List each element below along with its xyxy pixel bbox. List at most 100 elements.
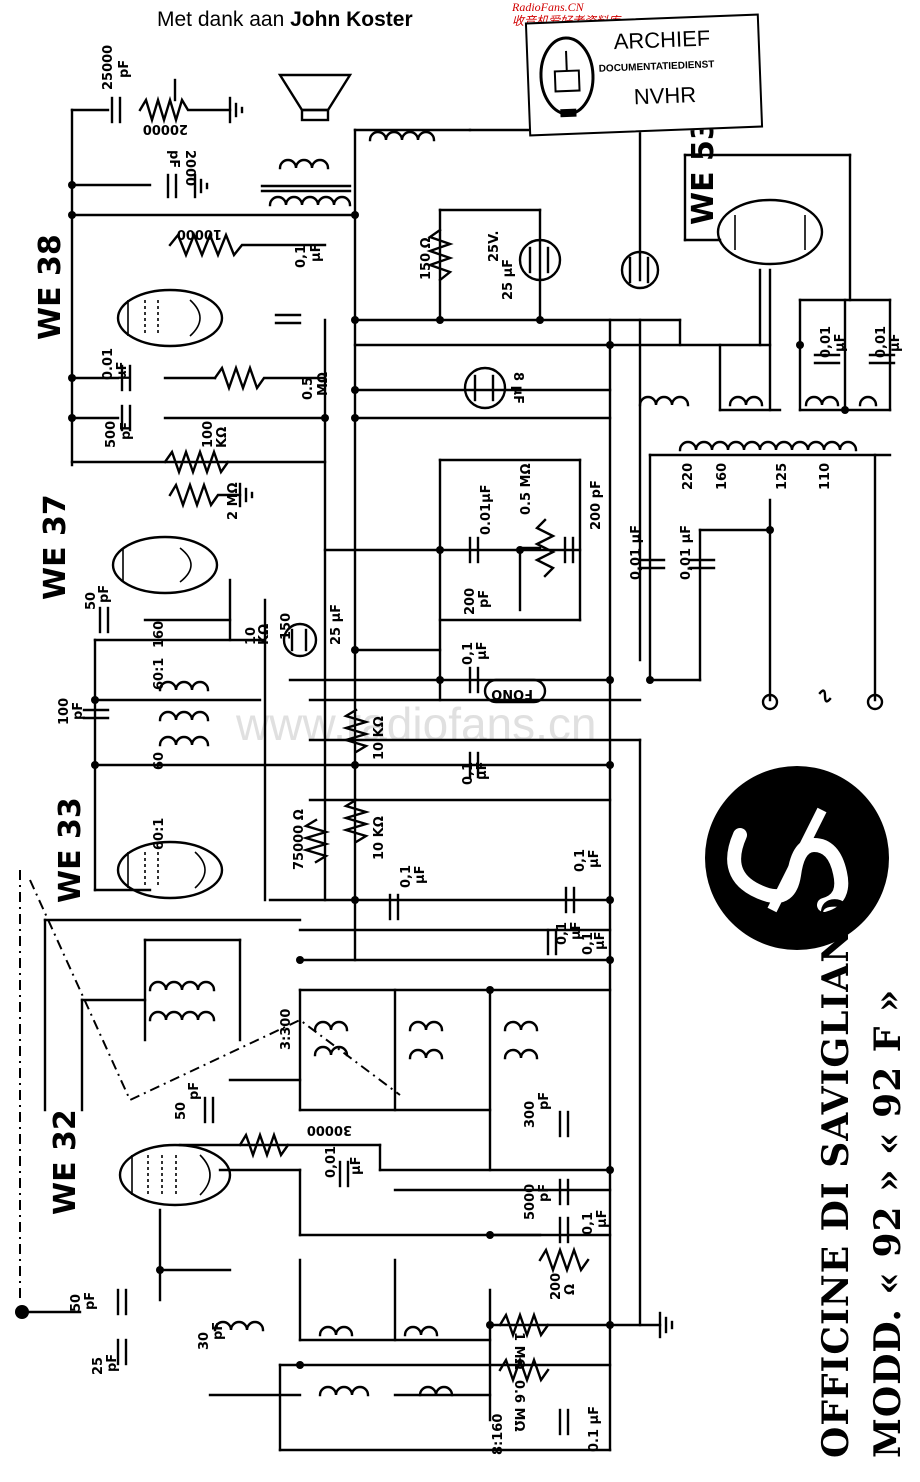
label-c50c: 50 <box>69 1294 84 1312</box>
label-c01g: 0,1 <box>581 932 596 955</box>
label-c25v: 25V. <box>487 231 502 262</box>
component-labels: 25000 pF 20000 2000 pF 10000 0,1 μF 0.01… <box>57 45 903 1455</box>
label-c50a: 50 <box>84 592 99 610</box>
label-c300: 300 <box>523 1101 538 1128</box>
label-c01c-unit: μF <box>475 762 490 780</box>
label-c25000-unit: pF <box>117 60 132 78</box>
label-c100: 100 <box>57 698 72 725</box>
label-c25c: 25 <box>91 1357 106 1375</box>
tube-labels: WE 38 WE 37 WE 33 WE 32 WE 53 <box>33 119 721 1215</box>
label-c01f-unit: μF <box>569 922 584 940</box>
credit-line: Met dank aan John Koster <box>157 8 413 32</box>
label-r10a-unit: KΩ <box>257 624 272 645</box>
label-r200-unit: Ω <box>563 1284 578 1295</box>
label-c25c-unit: pF <box>105 1354 120 1372</box>
label-c01d-unit: μF <box>413 866 428 884</box>
radio-tube-icon <box>539 36 595 118</box>
label-c01g-unit: μF <box>593 932 608 950</box>
label-c01c: 0,1 <box>461 762 476 785</box>
label-r100k-unit: KΩ <box>215 427 230 448</box>
credit-name: John Koster <box>290 8 413 31</box>
label-c200b-unit: pF <box>477 590 492 608</box>
watermark-line1: RadioFans.CN <box>512 0 584 14</box>
credit-prefix: Met dank aan <box>157 8 285 31</box>
label-c001a-unit: μF <box>115 362 130 380</box>
label-r100k: 100 <box>201 421 216 448</box>
label-r75000: 75000 Ω <box>292 809 307 870</box>
label-c001d-unit: μF <box>833 334 848 352</box>
label-c01e: 0,1 <box>573 849 588 872</box>
label-c200a: 200 pF <box>589 480 604 530</box>
label-r160: 160 <box>152 621 167 648</box>
label-c50c-unit: pF <box>83 1292 98 1310</box>
label-c01i: 0.1 μF <box>587 1406 602 1452</box>
label-r10000: 10000 <box>177 226 222 241</box>
label-r30000: 30000 <box>307 1122 352 1137</box>
label-c001g: 0,01 μF <box>679 525 694 580</box>
label-r05-unit: MΩ <box>316 372 331 396</box>
label-c50b: 50 <box>174 1102 189 1120</box>
title-models: MODD. « 92 » « 92 F » <box>867 989 909 1458</box>
label-c01a-unit: μF <box>309 244 324 262</box>
label-r150b: 150 <box>279 613 294 640</box>
label-c2000-unit: pF <box>166 150 181 168</box>
label-c5000: 5000 <box>523 1184 538 1220</box>
archive-stamp: ARCHIEF DOCUMENTATIEDIENST NVHR <box>524 13 764 137</box>
label-v110: 110 <box>818 463 833 490</box>
label-c01h-unit: μF <box>595 1210 610 1228</box>
label-v160: 160 <box>715 463 730 490</box>
label-ratio60b: 60:1 <box>152 818 167 850</box>
label-c8: 8 μF <box>510 372 525 404</box>
label-c001f: 0,01 μF <box>629 525 644 580</box>
label-c200b: 200 <box>463 588 478 615</box>
label-c5000-unit: pF <box>537 1184 552 1202</box>
label-ratio160: 8:160 <box>491 1414 506 1455</box>
stamp-nvhr: NVHR <box>633 82 697 110</box>
label-c001b: 0.01μF <box>479 484 494 535</box>
label-c30-unit: pF <box>211 1322 226 1340</box>
title-block: OFFICINE DI SAVIGLIANO MODD. « 92 » « 92… <box>815 897 909 1458</box>
label-c2000: 2000 <box>182 150 197 186</box>
label-c01a: 0,1 <box>294 245 309 268</box>
label-c30: 30 <box>197 1332 212 1350</box>
label-c300-unit: pF <box>537 1092 552 1110</box>
label-ratio60c: 60 <box>152 752 167 770</box>
label-c001e-unit: μF <box>888 334 903 352</box>
label-c01b: 0,1 <box>461 642 476 665</box>
label-pot05: 0.5 MΩ <box>519 463 534 515</box>
label-r10k2: 10 KΩ <box>372 816 387 860</box>
watermark-radiofans: www.radiofans.cn <box>235 698 597 750</box>
label-ratio60a: 60:1 <box>152 658 167 690</box>
label-c001c-unit: μF <box>349 1157 364 1175</box>
label-r150: 150 Ω <box>419 237 434 280</box>
label-c500: 500 <box>104 421 119 448</box>
label-c01b-unit: μF <box>475 642 490 660</box>
tube-label-we32: WE 32 <box>48 1109 83 1215</box>
label-c50a-unit: pF <box>97 585 112 603</box>
label-c001a: 0.01 <box>101 348 116 380</box>
tube-label-we38: WE 38 <box>33 234 68 340</box>
label-c001d: 0,01 <box>819 326 834 358</box>
components <box>15 73 896 1436</box>
label-v125: 125 <box>775 463 790 490</box>
stamp-archief: ARCHIEF <box>613 25 711 55</box>
label-c001c: 0,01 <box>324 1146 339 1178</box>
label-c01h: 0,1 <box>581 1212 596 1235</box>
label-r10k1: 10 KΩ <box>372 716 387 760</box>
label-r06: 0.6 MΩ <box>511 1380 526 1432</box>
label-c25-25: 25 μF <box>501 259 516 300</box>
label-c01e-unit: μF <box>587 850 602 868</box>
label-c100-unit: pF <box>71 702 86 720</box>
label-c001e: 0,01 <box>874 326 889 358</box>
label-c01f: 0,1 <box>555 922 570 945</box>
label-c50b-unit: pF <box>187 1082 202 1100</box>
label-r1m: 1 MΩ <box>511 1332 526 1370</box>
label-pot20000: 20000 <box>143 121 188 136</box>
label-c25b: 25 μF <box>329 604 344 645</box>
label-r200: 200 <box>549 1273 564 1300</box>
label-ratio3: 3:300 <box>279 1009 294 1050</box>
label-fono: FONO <box>491 686 533 701</box>
label-r2m: 2 MΩ <box>226 482 241 520</box>
